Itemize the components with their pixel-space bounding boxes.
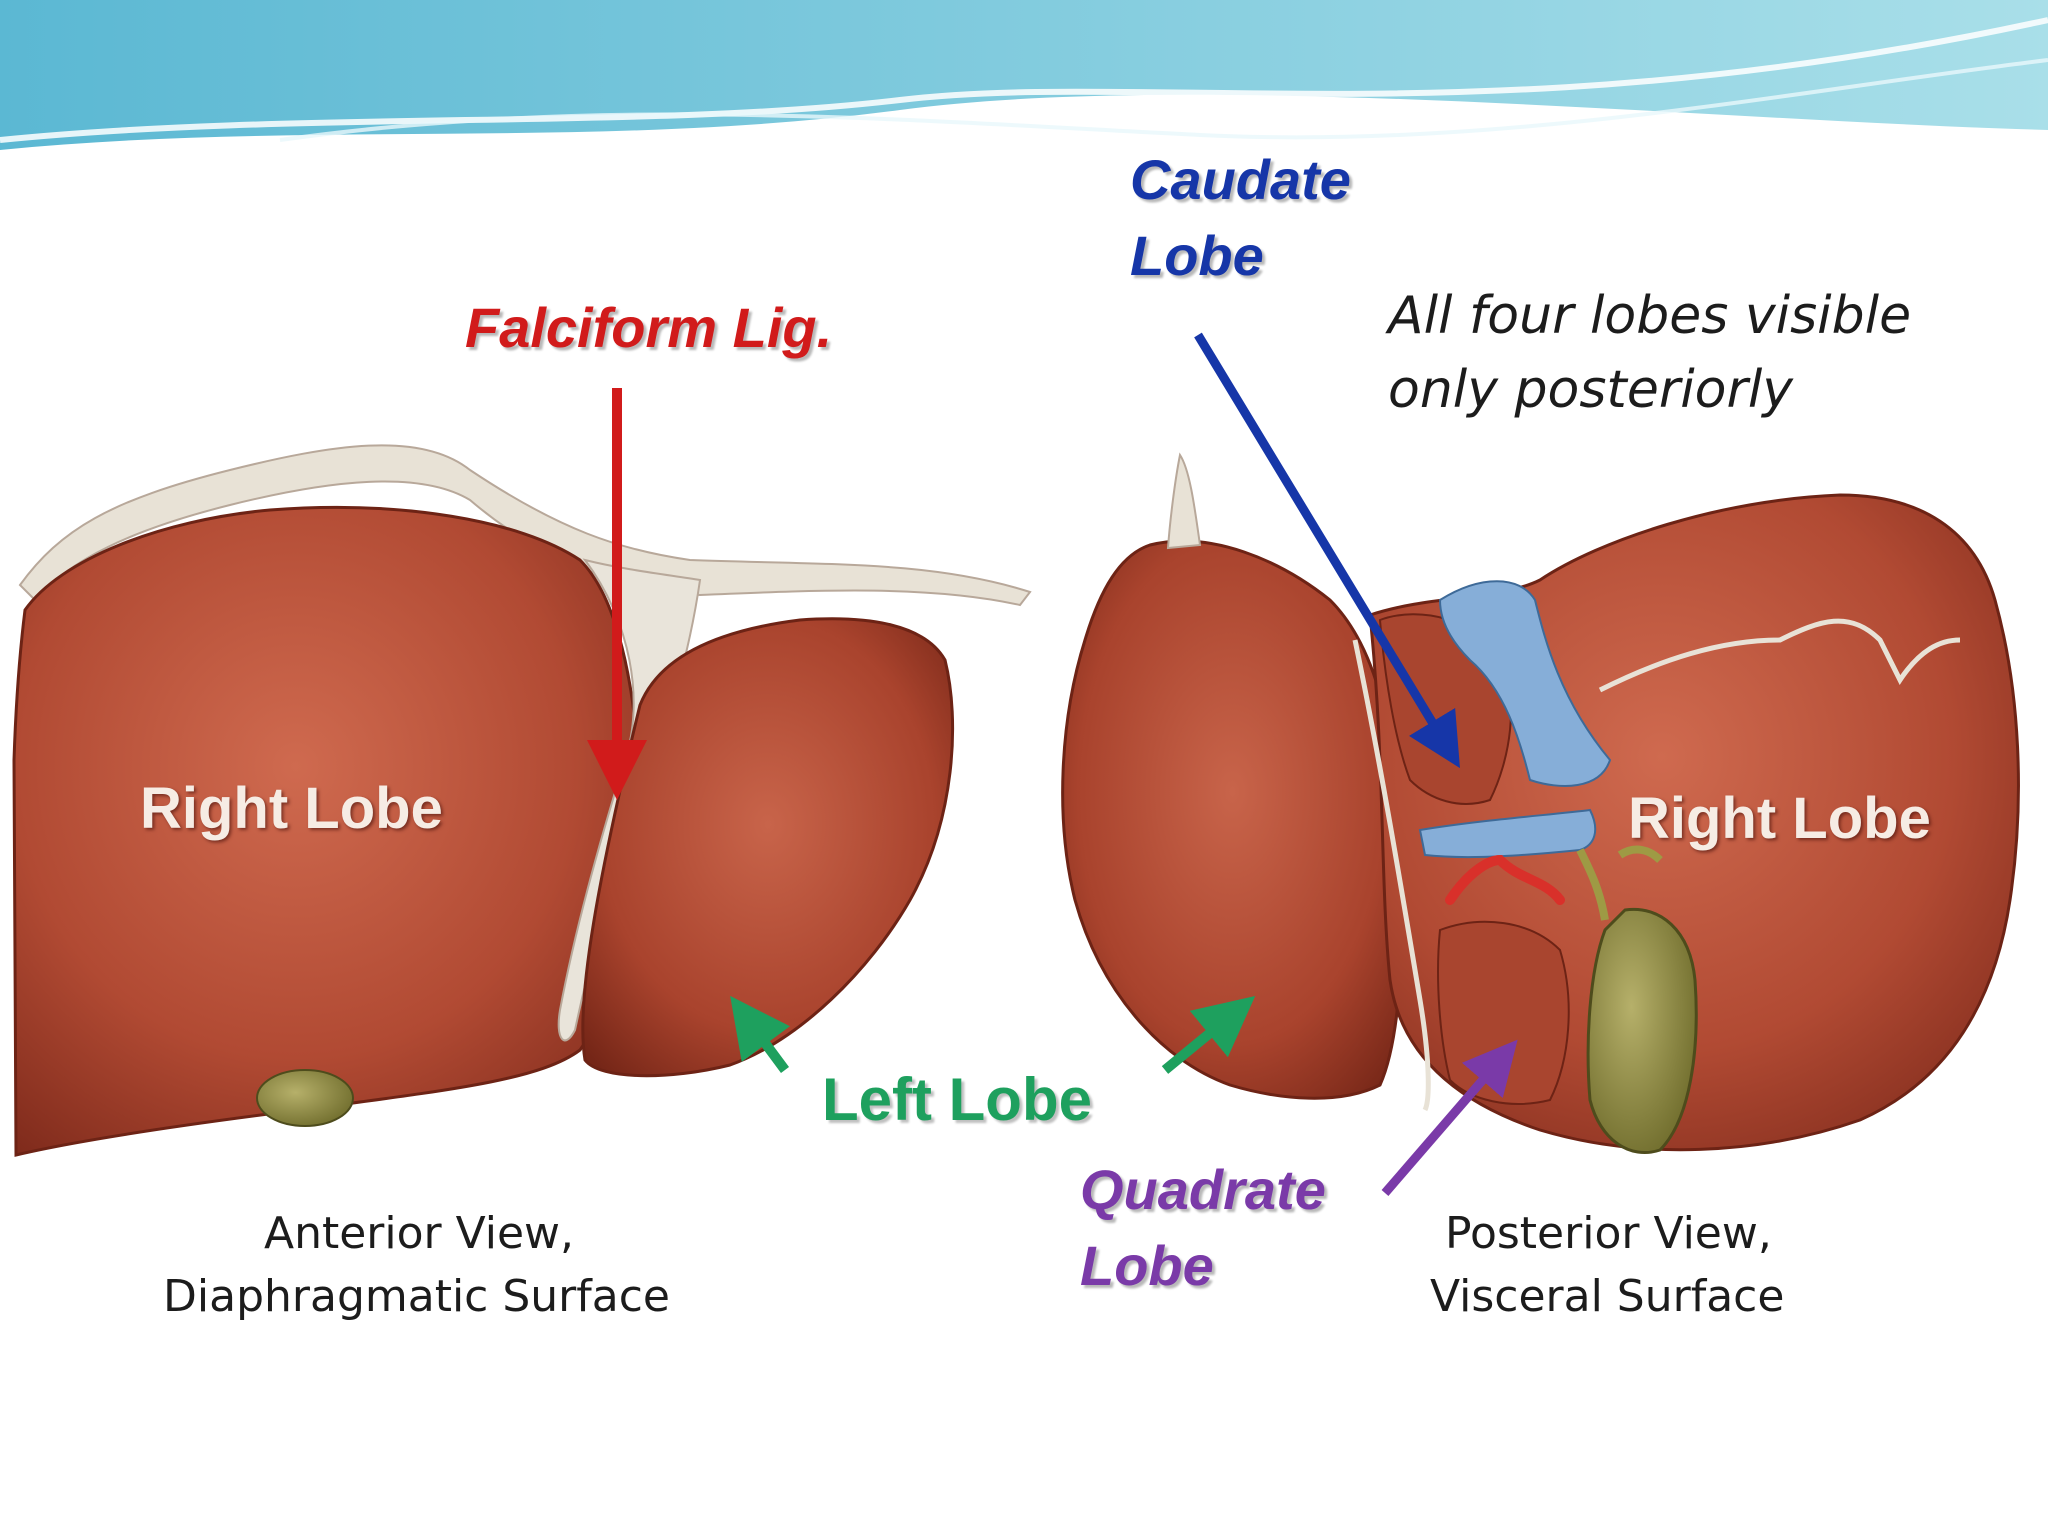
inferior-vena-cava (1438, 580, 1612, 787)
left-lobe-label: Left Lobe (822, 1066, 1092, 1133)
portal-vein (1418, 808, 1597, 859)
quadrate-label-line1: Quadrate (1080, 1158, 1326, 1221)
caudate-label-line2: Lobe (1130, 224, 1264, 287)
right-lobe-anterior-label: Right Lobe (140, 776, 443, 841)
note-line1: All four lobes visible (1388, 286, 1912, 346)
right-lobe-posterior-label: Right Lobe (1628, 786, 1931, 851)
caudate-arrow (1194, 332, 1460, 769)
anterior-liver (12, 444, 1032, 1157)
note-line2: only posteriorly (1388, 360, 1794, 420)
anterior-gallbladder (256, 1069, 354, 1127)
anterior-caption-line1: Anterior View, (264, 1208, 575, 1259)
posterior-left-lobe (1061, 539, 1404, 1100)
quadrate-lobe (1437, 920, 1570, 1105)
falciform-label: Falciform Lig. (465, 296, 833, 359)
posterior-liver (1061, 452, 2020, 1155)
left-lobe-arrow-anterior (730, 995, 790, 1073)
caudate-label-line1: Caudate (1130, 148, 1351, 211)
posterior-gallbladder (1586, 907, 1698, 1155)
left-lobe-arrow-posterior (1161, 995, 1256, 1074)
hepatic-artery (1445, 854, 1565, 905)
posterior-caption-line1: Posterior View, (1445, 1208, 1772, 1259)
quadrate-arrow (1381, 1039, 1518, 1196)
quadrate-label-line2: Lobe (1080, 1234, 1214, 1297)
anterior-caption-line2: Diaphragmatic Surface (163, 1271, 670, 1322)
posterior-caption-line2: Visceral Surface (1430, 1271, 1785, 1322)
anterior-left-lobe (581, 617, 955, 1078)
